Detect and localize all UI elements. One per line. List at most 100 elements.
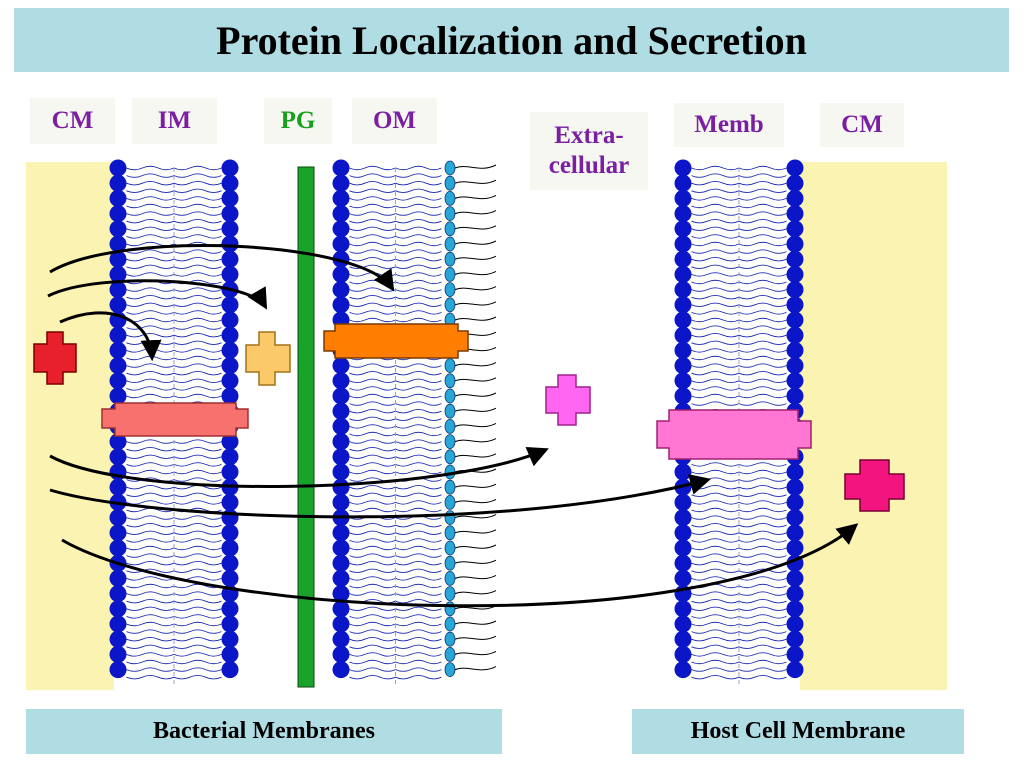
lipid-head bbox=[221, 189, 239, 207]
lps-head bbox=[444, 418, 456, 434]
lipid-head bbox=[109, 539, 127, 557]
lipid-head bbox=[332, 235, 350, 253]
outer-membrane-protein bbox=[323, 323, 469, 359]
inner-membrane-protein bbox=[101, 402, 249, 437]
lps-chain bbox=[454, 544, 497, 549]
lipid-head bbox=[109, 159, 127, 177]
lps-chain bbox=[454, 590, 497, 595]
lipid-tail bbox=[691, 515, 787, 520]
lipid-head bbox=[221, 326, 239, 344]
arrow-to-periplasm bbox=[47, 279, 268, 310]
lipid-tail bbox=[349, 363, 442, 368]
label-cm-left: CM bbox=[30, 98, 115, 144]
lipid-head bbox=[109, 250, 127, 268]
lps-head bbox=[444, 358, 456, 374]
lipid-head bbox=[674, 600, 692, 618]
lps-head bbox=[444, 494, 456, 510]
lps-head bbox=[444, 160, 456, 176]
lps-chain bbox=[454, 179, 497, 184]
lipid-head bbox=[221, 615, 239, 633]
lipid-tail bbox=[691, 530, 787, 535]
lipid-tail bbox=[691, 371, 787, 376]
lipid-tail bbox=[349, 500, 442, 505]
lipid-head bbox=[674, 159, 692, 177]
label-extracellular-line2: cellular bbox=[548, 152, 630, 179]
lipid-head bbox=[332, 357, 350, 375]
lipid-tail bbox=[349, 667, 442, 672]
lipid-tail bbox=[126, 637, 222, 642]
lipid-tail bbox=[126, 181, 222, 186]
lipid-head bbox=[109, 600, 127, 618]
lps-chain bbox=[454, 255, 497, 260]
lps-head bbox=[444, 206, 456, 222]
lps-chain bbox=[454, 422, 497, 428]
lipid-head bbox=[109, 205, 127, 223]
lipid-head bbox=[221, 296, 239, 314]
lps-chain bbox=[454, 453, 497, 458]
lipid-tail bbox=[691, 188, 787, 193]
lipid-tail bbox=[349, 675, 442, 680]
lipid-head bbox=[786, 281, 804, 299]
arrow-to-outer-membrane bbox=[49, 244, 395, 292]
lipid-tail bbox=[126, 173, 222, 178]
lipid-tail bbox=[349, 507, 442, 513]
lipid-head bbox=[221, 661, 239, 679]
lipid-tail bbox=[126, 538, 222, 543]
lipid-tail bbox=[126, 652, 222, 657]
lps-head bbox=[444, 479, 456, 495]
lipid-tail bbox=[691, 203, 787, 209]
lipid-head bbox=[221, 265, 239, 283]
lipid-head bbox=[221, 539, 239, 557]
lipid-head bbox=[221, 463, 239, 481]
lipid-head bbox=[332, 220, 350, 238]
lipid-head bbox=[109, 235, 127, 253]
lipid-tail bbox=[349, 234, 442, 239]
lps-head bbox=[444, 282, 456, 298]
label-im: IM bbox=[132, 98, 217, 144]
lipid-head bbox=[332, 554, 350, 572]
lipid-head bbox=[221, 645, 239, 663]
lipid-tail bbox=[691, 355, 787, 361]
lipid-head bbox=[786, 250, 804, 268]
lipid-tail bbox=[126, 371, 222, 376]
lipid-head bbox=[674, 357, 692, 375]
lps-head bbox=[444, 403, 456, 419]
lipid-tail bbox=[126, 348, 222, 353]
lps-chain bbox=[454, 620, 497, 625]
lipid-tail bbox=[691, 523, 787, 528]
lps-chain bbox=[454, 483, 497, 488]
lipid-tail bbox=[126, 333, 222, 338]
lipid-tail bbox=[349, 386, 442, 391]
lipid-head bbox=[332, 539, 350, 557]
lipid-head bbox=[221, 509, 239, 527]
lps-chain bbox=[454, 529, 497, 534]
lipid-head bbox=[109, 630, 127, 648]
lipid-tail bbox=[126, 325, 222, 330]
lipid-tail bbox=[349, 530, 442, 535]
lipid-head bbox=[109, 615, 127, 633]
lipid-head bbox=[332, 402, 350, 420]
lps-head bbox=[444, 601, 456, 617]
lipid-head bbox=[221, 174, 239, 192]
lps-chain bbox=[454, 438, 497, 443]
host-membrane-protein bbox=[656, 409, 812, 460]
lipid-head bbox=[332, 645, 350, 663]
lipid-head bbox=[674, 174, 692, 192]
lps-chain bbox=[454, 407, 497, 412]
host-cytoplasm bbox=[800, 162, 947, 690]
lipid-tail bbox=[126, 659, 222, 665]
arrow-to-host-membrane bbox=[49, 474, 712, 519]
lipid-head bbox=[786, 174, 804, 192]
lipid-tail bbox=[349, 219, 442, 224]
lps-chain bbox=[454, 635, 497, 640]
lipid-tail bbox=[126, 500, 222, 505]
lipid-head bbox=[221, 524, 239, 542]
lps-head bbox=[444, 251, 456, 267]
lipid-tail bbox=[126, 355, 222, 361]
lipid-head bbox=[786, 372, 804, 390]
lipid-tail bbox=[126, 188, 222, 193]
lipid-tail bbox=[691, 325, 787, 330]
lipid-tail bbox=[126, 667, 222, 672]
lipid-head bbox=[786, 661, 804, 679]
